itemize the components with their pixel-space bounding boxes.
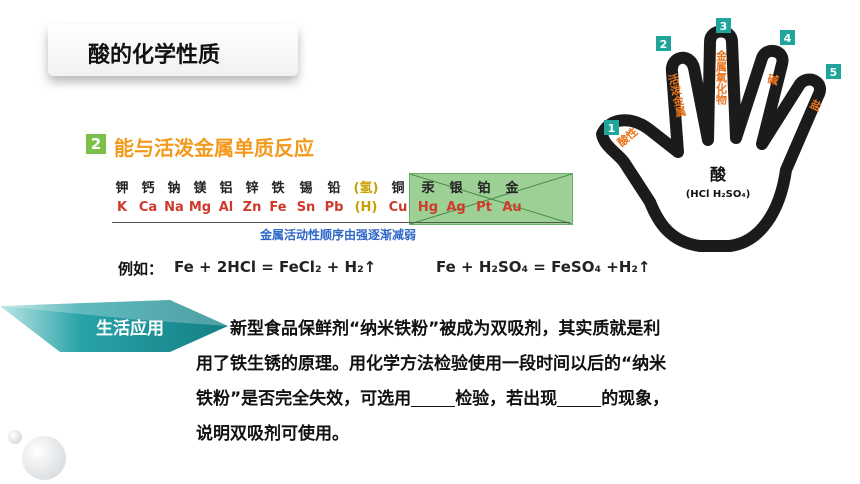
metal-chinese-name: (氢) [353, 181, 379, 196]
finger-number: 5 [830, 66, 838, 79]
application-label: 生活应用 [96, 319, 164, 339]
metal-symbol: Hg [417, 200, 439, 215]
finger-label: 碱 [765, 71, 781, 87]
paragraph-line: 说明双吸剂可使用。 [196, 424, 349, 444]
palm-formula: (HCl H₂SO₄) [686, 189, 751, 200]
metal-chinese-name: 铅 [327, 181, 341, 196]
section-number-badge: 2 [86, 134, 106, 154]
metal-chinese-name: 铂 [477, 181, 491, 196]
equation-hcl: Fe + 2HCl = FeCl₂ + H₂↑ [174, 258, 377, 276]
palm-title: 酸 [710, 165, 727, 184]
equation-h2so4: Fe + H₂SO₄ = FeSO₄ +H₂↑ [436, 258, 651, 276]
metal-chinese-name: 镁 [193, 181, 207, 196]
answer-blank-1[interactable] [411, 388, 456, 407]
paragraph-line: 新型食品保鲜剂“纳米铁粉”被成为双吸剂，其实质就是利 [196, 319, 661, 339]
metal-symbol: Sn [296, 200, 316, 215]
finger-number: 3 [720, 20, 728, 33]
finger-number: 1 [608, 122, 616, 135]
paragraph-line: 铁粉”是否完全失效，可选用 检验，若出现 的现象， [196, 382, 816, 417]
metal-chinese-name: 铜 [391, 181, 405, 196]
cross-out-lines [410, 174, 572, 224]
paragraph-line: 用了铁生锈的原理。用化学方法检验使用一段时间以后的“纳米 [196, 354, 667, 374]
metal-symbol: Pt [476, 200, 492, 215]
metal-symbol: Na [164, 200, 184, 215]
finger-number-badge [604, 120, 619, 135]
finger-number: 4 [784, 32, 792, 45]
metal-chinese-name: 钙 [141, 181, 155, 196]
metal-symbol: (H) [354, 200, 378, 215]
example-label: 例如： [118, 260, 164, 278]
metal-symbol: Au [502, 200, 522, 215]
decor-bubble-large [22, 436, 66, 480]
decor-bubble-small [8, 430, 22, 444]
metal-chinese-name: 铝 [219, 181, 233, 196]
activity-arrow-line [112, 222, 570, 223]
paragraph-segment: 的现象， [601, 389, 670, 409]
hand-shape [596, 25, 826, 252]
inactive-metals-highlight [409, 173, 573, 225]
metal-symbol: Pb [324, 200, 344, 215]
answer-blank-2[interactable] [557, 388, 602, 407]
page-title: 酸的化学性质 [88, 43, 221, 68]
finger-label: 金属氧化物 [715, 49, 729, 106]
finger-number-badge [656, 36, 671, 51]
application-arrow-banner [0, 300, 228, 352]
metal-symbol: Ca [138, 200, 158, 215]
paragraph-segment: 铁粉”是否完全失效，可选用 [196, 389, 412, 409]
metal-symbol: Fe [269, 200, 287, 215]
metal-symbol: Cu [388, 200, 408, 215]
metal-symbol: Al [218, 200, 234, 215]
metal-chinese-name: 钠 [167, 181, 181, 196]
activity-arrow-label: 金属活动性顺序由强逐渐减弱 [260, 228, 417, 242]
metal-chinese-name: 汞 [421, 181, 435, 196]
finger-number-badge [826, 64, 841, 79]
metal-symbol: Zn [242, 200, 262, 215]
finger-number-badge [716, 18, 731, 33]
metal-chinese-name: 锡 [299, 181, 313, 196]
section-title: 能与活泼金属单质反应 [114, 136, 314, 160]
metal-symbol: Ag [446, 200, 466, 215]
finger-label: 盐 [807, 96, 824, 113]
finger-number-badge [780, 30, 795, 45]
metal-symbol: K [116, 200, 128, 215]
metal-chinese-name: 铁 [271, 181, 285, 196]
metal-chinese-name: 金 [505, 181, 519, 196]
metal-symbol: Mg [188, 200, 212, 215]
title-card: 酸的化学性质 [48, 24, 298, 76]
application-paragraph: 新型食品保鲜剂“纳米铁粉”被成为双吸剂，其实质就是利 用了铁生锈的原理。用化学方… [196, 312, 816, 452]
metal-chinese-name: 锌 [245, 181, 259, 196]
paragraph-segment: 检验，若出现 [455, 389, 558, 409]
metal-chinese-name: 钾 [115, 181, 129, 196]
finger-number: 2 [660, 38, 668, 51]
metal-chinese-name: 银 [449, 181, 463, 196]
